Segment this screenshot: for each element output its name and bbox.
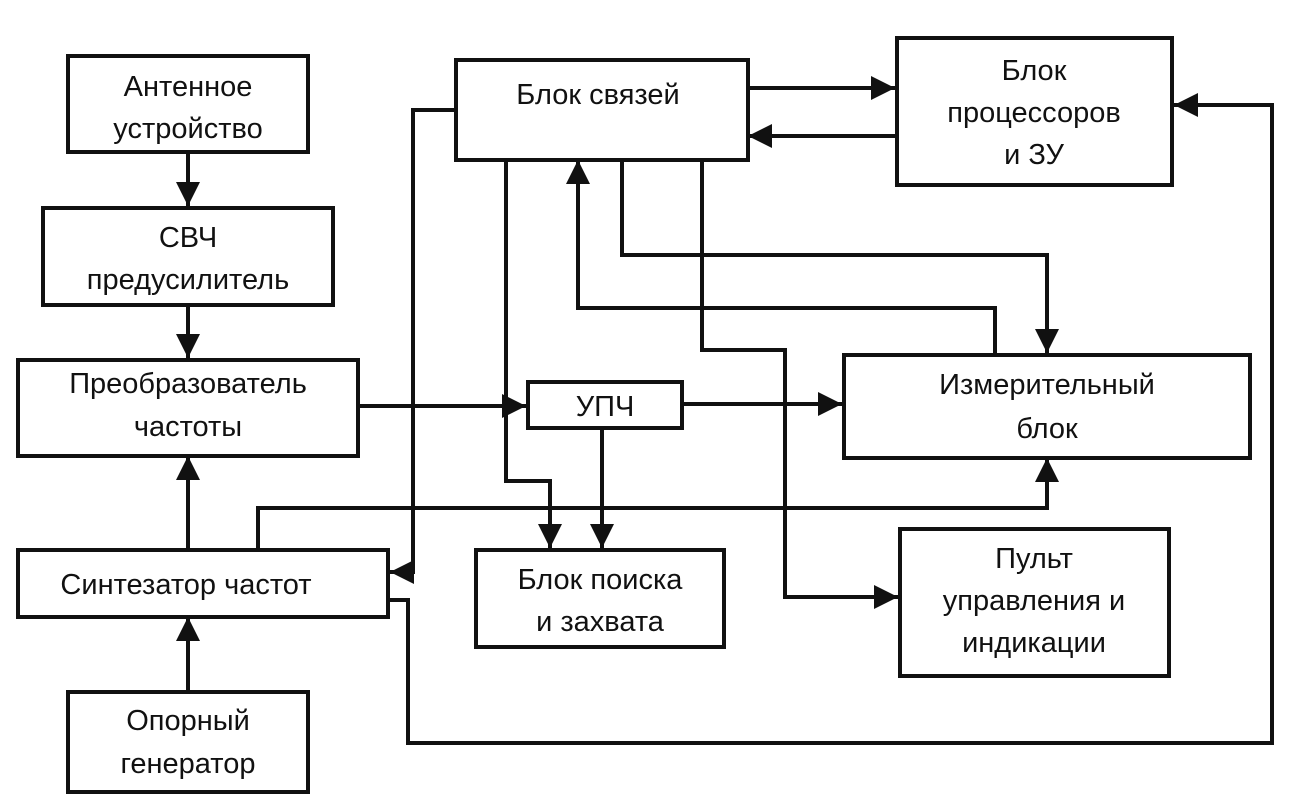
block-antenna: Антенное устройство (66, 54, 310, 154)
block-links: Блок связей (454, 58, 750, 162)
processor-label-2: процессоров (947, 97, 1121, 129)
block-measurement: Измерительный блок (842, 353, 1252, 460)
block-frequency-synthesizer: Синтезатор частот (16, 548, 390, 619)
wire-links-to-search (504, 160, 562, 548)
refgen-label-2: генератор (120, 748, 255, 780)
wire-links-to-control (700, 160, 898, 609)
block-control-panel: Пульт управления и индикации (898, 527, 1171, 678)
refgen-label-1: Опорный (126, 705, 250, 737)
search-label-2: и захвата (536, 606, 665, 638)
processor-label-1: Блок (1002, 55, 1067, 87)
antenna-label-2: устройство (113, 113, 262, 145)
preamp-label-1: СВЧ (159, 222, 217, 254)
upch-label: УПЧ (576, 391, 635, 423)
synth-label: Синтезатор частот (60, 569, 311, 601)
block-reference-generator: Опорный генератор (66, 690, 310, 794)
block-microwave-preamp: СВЧ предусилитель (41, 206, 335, 307)
converter-label-2: частоты (134, 411, 242, 443)
control-label-3: индикации (962, 627, 1106, 659)
wire-links-to-synth (390, 108, 456, 584)
wire-synth-to-measure (256, 458, 1059, 548)
measure-label-1: Измерительный (939, 369, 1155, 401)
control-label-1: Пульт (995, 543, 1073, 575)
connections (176, 76, 1274, 745)
search-label-1: Блок поиска (518, 564, 684, 596)
preamp-label-2: предусилитель (87, 264, 289, 296)
processor-label-3: и ЗУ (1004, 139, 1064, 171)
wire-synth-to-processor (388, 93, 1274, 745)
links-label: Блок связей (516, 79, 679, 111)
block-processors-memory: Блок процессоров и ЗУ (895, 36, 1174, 187)
wire-measure-to-links (566, 160, 997, 353)
block-frequency-converter: Преобразователь частоты (16, 358, 360, 458)
antenna-label-1: Антенное (124, 71, 253, 103)
converter-label-1: Преобразователь (69, 368, 307, 400)
block-if-amplifier: УПЧ (526, 380, 684, 430)
control-label-2: управления и (943, 585, 1125, 617)
measure-label-2: блок (1016, 413, 1078, 445)
wire-links-to-measure (620, 160, 1059, 353)
block-search-capture: Блок поиска и захвата (474, 548, 726, 649)
